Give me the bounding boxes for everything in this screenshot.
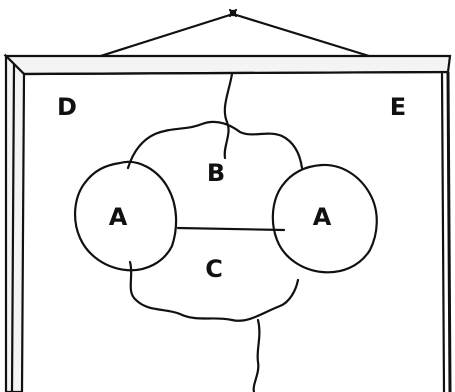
region-label-d: D bbox=[57, 93, 77, 121]
picture-frame bbox=[3, 53, 452, 392]
region-label-c: C bbox=[205, 255, 223, 283]
region-b-outline bbox=[126, 120, 304, 232]
region-a-right-outline bbox=[271, 163, 378, 274]
region-label-a-right: A bbox=[313, 203, 332, 231]
region-label-e: E bbox=[390, 93, 406, 121]
region-a-left-outline bbox=[74, 160, 178, 272]
region-label-b: B bbox=[207, 159, 225, 187]
border-line-bottom bbox=[252, 318, 261, 392]
region-label-a-left: A bbox=[109, 203, 128, 231]
hanging-string bbox=[86, 8, 384, 62]
border-line-top bbox=[223, 72, 234, 160]
region-c-outline bbox=[128, 260, 300, 322]
